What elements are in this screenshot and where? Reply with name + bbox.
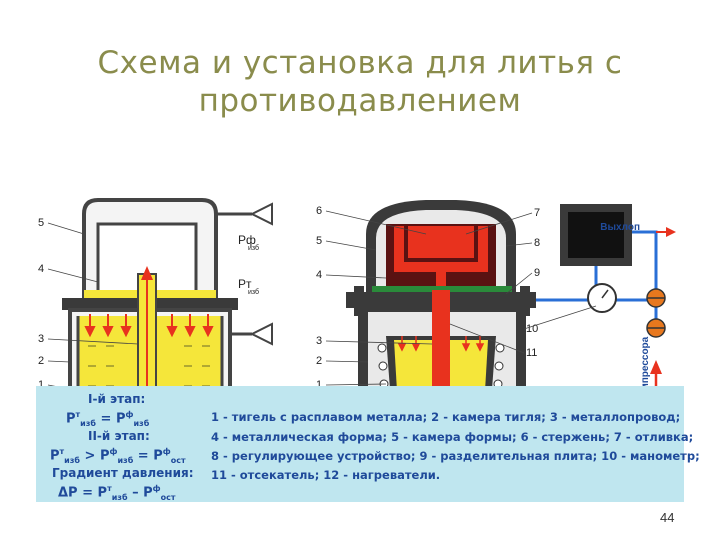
svg-text:5: 5 [38,217,44,229]
title-line-1: Схема и установка для литья с [97,45,623,81]
pressure-arrows [84,314,214,338]
svg-text:7: 7 [534,207,540,219]
legend-panel: I-й этап: Ртизб = Рфизб II-й этап: Ртизб… [36,386,700,502]
svg-text:5: 5 [316,235,322,247]
page-title: Схема и установка для литья с противодав… [40,44,680,120]
stage1-title: I-й этап: [88,392,146,406]
outlet-triangle-low [249,322,273,346]
svg-text:11: 11 [526,347,537,359]
compressor-label: Газ от компрессора [640,336,651,434]
svg-text:6: 6 [316,205,322,217]
label-p-form: Рф [238,233,256,247]
title-line-2: противодавлением [198,83,522,119]
stage2-title: II-й этап: [88,429,150,443]
gradient-formula: ΔР = Ртизб – Рфост [58,484,176,502]
label-p-crucible: Рт [238,277,252,291]
legend-item-2: 4 - металлическая форма; 5 - камера форм… [211,430,694,444]
svg-text:8: 8 [534,237,540,249]
legend-item-3: 8 - регулирующее устройство; 9 - раздели… [211,449,700,463]
svg-text:9: 9 [534,267,540,279]
svg-text:3: 3 [316,335,322,347]
right-metal-pipe [432,290,450,410]
svg-text:2: 2 [38,355,44,367]
legend-item-4: 11 - отсекатель; 12 - нагреватели. [211,468,441,482]
svg-text:4: 4 [316,269,322,281]
svg-text:2: 2 [316,355,322,367]
svg-text:4: 4 [38,263,44,275]
page-number: 44 [660,510,675,525]
gradient-title: Градиент давления: [52,466,194,480]
svg-text:изб: изб [248,288,259,296]
outlet-triangle-top [249,202,273,226]
casting-diagram: Рф изб Рт изб 5 4 3 2 1 [38,198,676,434]
exhaust-label: Выхлоп [600,222,640,233]
legend-item-1: 1 - тигель с расплавом металла; 2 - каме… [211,410,681,424]
stage1-formula: Ртизб = Рфизб [66,410,150,428]
svg-text:изб: изб [248,244,259,252]
svg-text:3: 3 [38,333,44,345]
svg-text:1: 1 [38,379,44,391]
stage2-formula: Ртизб > Рфизб = Рфост [50,447,186,465]
svg-text:10: 10 [526,323,538,335]
svg-text:1: 1 [316,379,322,391]
